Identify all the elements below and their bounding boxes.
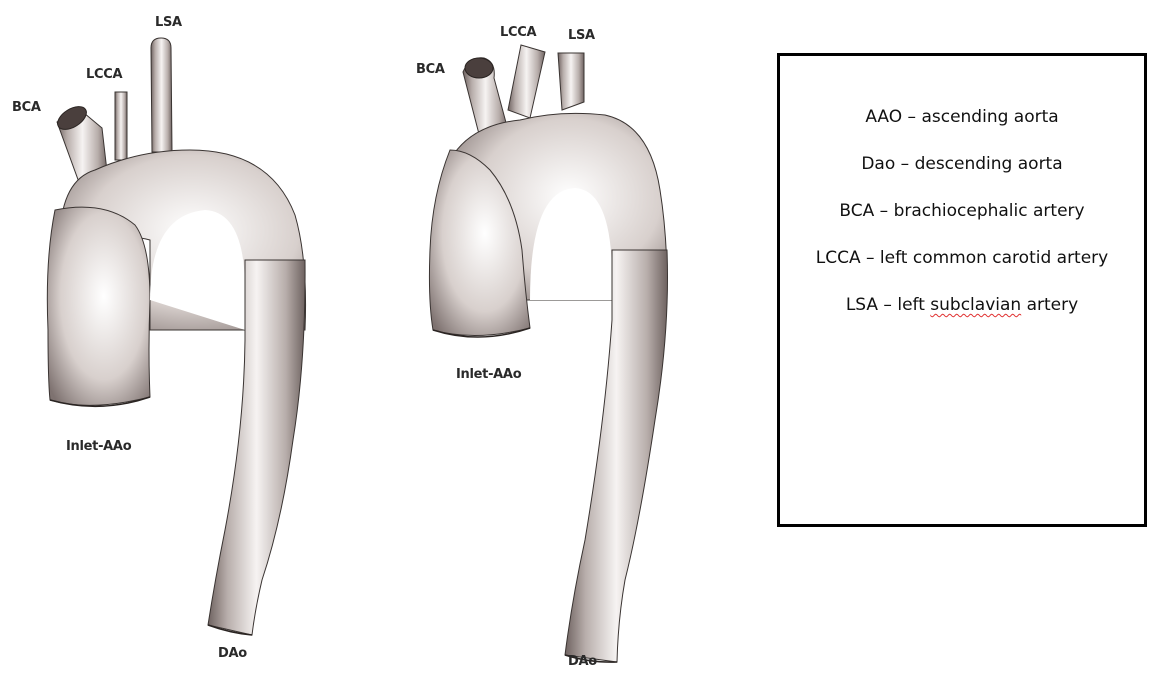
left-ascending-aorta [47, 207, 150, 405]
right-lcca-vessel [508, 45, 545, 118]
legend-item-lsa: LSA – left subclavian artery [780, 289, 1144, 321]
legend-text: descending aorta [915, 154, 1063, 174]
legend-sep: – [902, 107, 921, 127]
legend-box: AAO – ascending aorta Dao – descending a… [777, 53, 1147, 527]
right-descending-aorta [565, 250, 668, 662]
legend-text: ascending aorta [921, 107, 1058, 127]
legend-sep: – [861, 248, 880, 268]
legend-abbr: Dao [861, 154, 895, 174]
legend-text-post: artery [1021, 295, 1078, 315]
legend-abbr: AAO [865, 107, 902, 127]
right-label-inlet: Inlet-AAo [456, 367, 522, 382]
legend-text-pre: left [897, 295, 930, 315]
left-label-lsa: LSA [155, 15, 182, 30]
right-label-dao: DAo [568, 654, 597, 669]
right-label-bca: BCA [416, 62, 445, 77]
legend-abbr: LSA [846, 295, 878, 315]
right-label-lcca: LCCA [500, 25, 536, 40]
legend-item-dao: Dao – descending aorta [780, 148, 1144, 180]
legend-abbr: BCA [839, 201, 874, 221]
legend-item-bca: BCA – brachiocephalic artery [780, 195, 1144, 227]
right-lsa-vessel [558, 53, 584, 110]
legend-text: left common carotid artery [880, 248, 1108, 268]
left-label-inlet: Inlet-AAo [66, 439, 132, 454]
legend-item-aao: AAO – ascending aorta [780, 101, 1144, 133]
legend-sep: – [878, 295, 897, 315]
legend-sep: – [895, 154, 914, 174]
legend-item-lcca: LCCA – left common carotid artery [780, 242, 1144, 274]
left-lsa-vessel [151, 38, 172, 152]
legend-sep: – [874, 201, 893, 221]
left-aorta-model: LSA LCCA BCA Inlet-AAo DAo [12, 15, 306, 661]
legend-text-flagged-word: subclavian [930, 295, 1021, 315]
legend-abbr: LCCA [816, 248, 861, 268]
left-label-lcca: LCCA [86, 67, 122, 82]
right-label-lsa: LSA [568, 28, 595, 43]
left-lcca-vessel [115, 92, 127, 160]
legend-text: brachiocephalic artery [894, 201, 1085, 221]
left-label-dao: DAo [218, 646, 247, 661]
right-aorta-model: LCCA LSA BCA Inlet-AAo DAo [416, 25, 668, 669]
left-label-bca: BCA [12, 100, 41, 115]
legend-list: AAO – ascending aorta Dao – descending a… [780, 101, 1144, 336]
right-bca-opening [465, 58, 493, 78]
